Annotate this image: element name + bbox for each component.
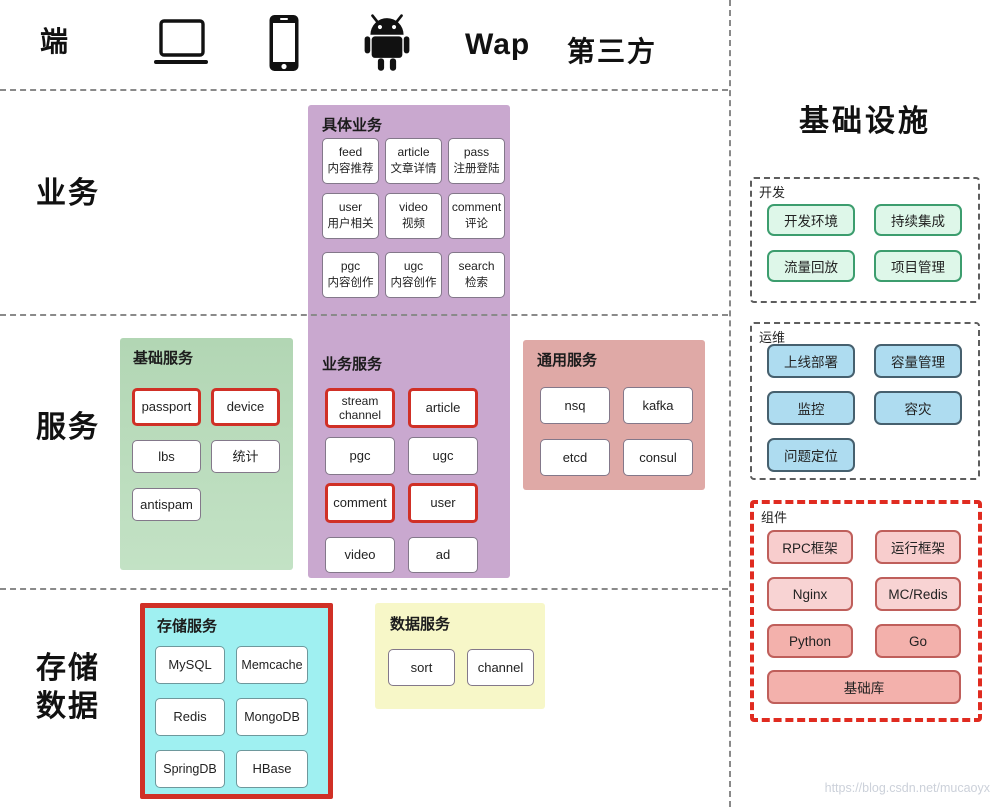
smartphone-icon	[269, 15, 299, 71]
group-components-label: 组件	[761, 510, 788, 525]
tier-label-client: 端	[40, 26, 71, 57]
cell-stream-channel: stream channel	[325, 388, 395, 428]
cell-continuous-integration: 持续集成	[874, 204, 962, 236]
cell-troubleshooting: 问题定位	[767, 438, 855, 472]
cell-project-management: 项目管理	[874, 250, 962, 282]
panel-basic-service: 基础服务 passport device lbs 统计 antispam	[120, 338, 293, 570]
cell-user-service: user	[408, 483, 478, 523]
cell-device: device	[211, 388, 280, 426]
group-ops: 运维 上线部署 容量管理 监控 容灾 问题定位	[750, 322, 980, 480]
cell-lbs: lbs	[132, 440, 201, 473]
cell-search: search 检索	[448, 252, 505, 298]
cell-sort: sort	[388, 649, 455, 686]
storage-service-title: 存储服务	[157, 618, 218, 635]
panel-data-service: 数据服务 sort channel	[375, 603, 545, 709]
cell-feed: feed 内容推荐	[322, 138, 379, 184]
data-service-title: 数据服务	[390, 616, 451, 633]
panel-storage-service: 存储服务 MySQL Memcache Redis MongoDB Spring…	[140, 603, 333, 799]
cell-nsq: nsq	[540, 387, 610, 424]
cell-mc-redis: MC/Redis	[875, 577, 961, 611]
cell-rpc-framework: RPC框架	[767, 530, 853, 564]
cell-ugc-business: ugc 内容创作	[385, 252, 442, 298]
tier-label-service: 服务	[36, 411, 100, 444]
tier-label-storage: 存储 数据	[36, 650, 100, 726]
cell-mysql: MySQL	[155, 646, 225, 684]
cell-springdb: SpringDB	[155, 750, 225, 788]
cell-redis: Redis	[155, 698, 225, 736]
cell-comment-service: comment	[325, 483, 395, 523]
tier-label-storage-line2: 数据	[36, 690, 100, 723]
cell-traffic-replay: 流量回放	[767, 250, 855, 282]
group-dev-label: 开发	[759, 185, 786, 200]
cell-antispam: antispam	[132, 488, 201, 521]
cell-go: Go	[875, 624, 961, 658]
cell-video-business: video 视频	[385, 193, 442, 239]
separator-service-storage	[0, 588, 728, 590]
cell-comment-business: comment 评论	[448, 193, 505, 239]
cell-article-service: article	[408, 388, 478, 428]
cell-deploy: 上线部署	[767, 344, 855, 378]
cell-passport: passport	[132, 388, 201, 426]
cell-ad-service: ad	[408, 537, 478, 573]
cell-kafka: kafka	[623, 387, 693, 424]
panel-common-service: 通用服务 nsq kafka etcd consul	[523, 340, 705, 490]
cell-ugc-service: ugc	[408, 437, 478, 475]
group-components: 组件 RPC框架 运行框架 Nginx MC/Redis Python Go 基…	[750, 500, 982, 722]
cell-mongodb: MongoDB	[236, 698, 308, 736]
cell-memcache: Memcache	[236, 646, 308, 684]
cell-pgc-business: pgc 内容创作	[322, 252, 379, 298]
group-dev: 开发 开发环境 持续集成 流量回放 项目管理	[750, 177, 980, 303]
cell-monitoring: 监控	[767, 391, 855, 425]
cell-article-detail: article 文章详情	[385, 138, 442, 184]
client-wap-label: Wap	[465, 28, 531, 61]
panel-business-column: 具体业务 feed 内容推荐 article 文章详情 pass 注册登陆 us…	[308, 105, 510, 578]
separator-infrastructure	[729, 0, 731, 807]
group-ops-label: 运维	[759, 330, 786, 345]
infrastructure-title: 基础设施	[799, 105, 931, 138]
cell-video-service: video	[325, 537, 395, 573]
cell-channel: channel	[467, 649, 534, 686]
tier-label-business: 业务	[36, 177, 100, 210]
basic-service-title: 基础服务	[133, 350, 194, 367]
cell-user-related: user 用户相关	[322, 193, 379, 239]
concrete-business-title: 具体业务	[322, 117, 383, 134]
cell-hbase: HBase	[236, 750, 308, 788]
cell-disaster-recovery: 容灾	[874, 391, 962, 425]
cell-nginx: Nginx	[767, 577, 853, 611]
cell-consul: consul	[623, 439, 693, 476]
cell-capacity-management: 容量管理	[874, 344, 962, 378]
laptop-icon	[154, 19, 208, 64]
watermark: https://blog.csdn.net/mucaoyx	[824, 781, 990, 795]
cell-dev-env: 开发环境	[767, 204, 855, 236]
cell-pgc-service: pgc	[325, 437, 395, 475]
cell-pass: pass 注册登陆	[448, 138, 505, 184]
cell-etcd: etcd	[540, 439, 610, 476]
separator-client-business	[0, 89, 728, 91]
cell-runtime-framework: 运行框架	[875, 530, 961, 564]
business-service-title: 业务服务	[322, 356, 383, 373]
cell-base-library: 基础库	[767, 670, 961, 704]
separator-business-service	[0, 314, 728, 316]
tier-label-storage-line1: 存储	[36, 652, 100, 685]
cell-stats: 统计	[211, 440, 280, 473]
client-thirdparty-label: 第三方	[567, 36, 658, 67]
android-icon	[364, 14, 410, 71]
cell-python: Python	[767, 624, 853, 658]
common-service-title: 通用服务	[537, 352, 598, 369]
